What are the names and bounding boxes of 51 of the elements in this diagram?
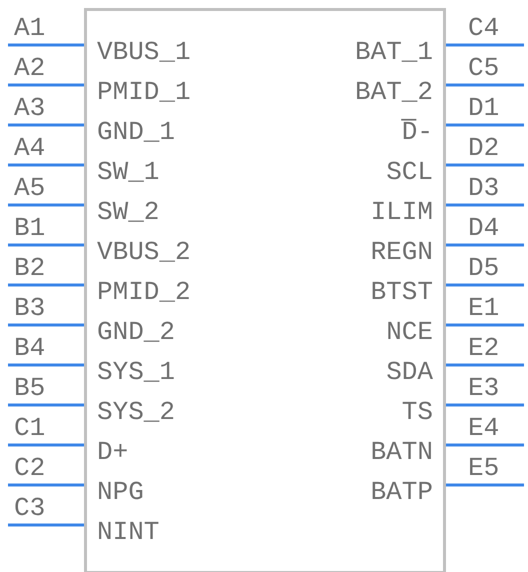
- pin-number: B2: [14, 253, 46, 283]
- pin-number: E5: [468, 453, 500, 483]
- pin-name: SYS_2: [97, 397, 176, 427]
- pin-name: NPG: [97, 477, 144, 507]
- pin-name: D+: [97, 437, 128, 467]
- chip-body: [84, 8, 446, 572]
- pin-number: C4: [468, 13, 500, 43]
- pin-name: SW_2: [97, 197, 160, 227]
- pin-number: D3: [468, 173, 500, 203]
- pin-number: D4: [468, 213, 500, 243]
- pin-number: C5: [468, 53, 500, 83]
- pin-number: E2: [468, 333, 500, 363]
- pin-name: D̅-: [402, 117, 433, 147]
- pin-name: TS: [402, 397, 433, 427]
- pin-name: VBUS_1: [97, 37, 191, 67]
- pin-name: NINT: [97, 517, 160, 547]
- pin-number: C1: [14, 413, 46, 443]
- pin-name: BTST: [370, 277, 433, 307]
- pin-number: D2: [468, 133, 500, 163]
- pin-name: SCL: [386, 157, 433, 187]
- pin-name: NCE: [386, 317, 433, 347]
- pin-number: A4: [14, 133, 46, 163]
- pin-name: REGN: [370, 237, 433, 267]
- pin-number: B1: [14, 213, 46, 243]
- pin-name: BATN: [370, 437, 433, 467]
- pin-name: GND_1: [97, 117, 176, 147]
- pin-number: C3: [14, 493, 46, 523]
- pin-number: A3: [14, 93, 46, 123]
- pin-name: PMID_1: [97, 77, 191, 107]
- pin-number: D5: [468, 253, 500, 283]
- pin-name: SYS_1: [97, 357, 176, 387]
- pin-number: C2: [14, 453, 46, 483]
- pin-name: SW_1: [97, 157, 160, 187]
- pin-name: BAT_1: [354, 37, 433, 67]
- pin-number: E4: [468, 413, 500, 443]
- pin-number: B4: [14, 333, 46, 363]
- pin-name: BAT_2: [354, 77, 433, 107]
- pin-number: A5: [14, 173, 46, 203]
- pin-name: SDA: [386, 357, 433, 387]
- pin-number: B3: [14, 293, 46, 323]
- pin-name: ILIM: [370, 197, 433, 227]
- pin-number: D1: [468, 93, 500, 123]
- pin-number: B5: [14, 373, 46, 403]
- pin-name: VBUS_2: [97, 237, 191, 267]
- pin-number: A1: [14, 13, 46, 43]
- pin-number: A2: [14, 53, 46, 83]
- pin-name: PMID_2: [97, 277, 191, 307]
- pin-number: E3: [468, 373, 500, 403]
- pin-name: BATP: [370, 477, 433, 507]
- pin-name: GND_2: [97, 317, 176, 347]
- pin-number: E1: [468, 293, 500, 323]
